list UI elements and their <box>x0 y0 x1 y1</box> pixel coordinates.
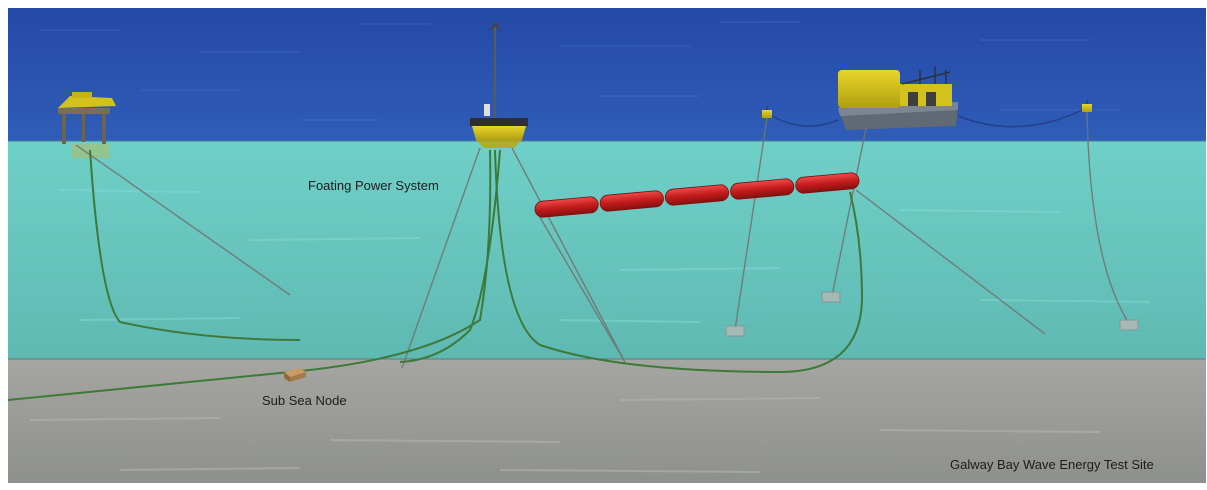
sea-surface-layer <box>8 8 1206 141</box>
seabed-texture <box>29 397 1101 473</box>
service-vessel <box>838 66 958 130</box>
converter-segment <box>795 172 860 194</box>
floating-power-system-label: Foating Power System <box>308 178 439 193</box>
converter-segment <box>534 196 599 218</box>
marker-buoy-left <box>762 106 772 118</box>
mooring-lines <box>75 111 1129 369</box>
sub-sea-node-label: Sub Sea Node <box>262 393 347 408</box>
sub-sea-node <box>284 368 306 382</box>
site-name-label: Galway Bay Wave Energy Test Site <box>950 457 1154 472</box>
wave-energy-converter <box>534 172 860 218</box>
surface-cable-right <box>957 109 1083 128</box>
water-column-layer <box>8 141 1206 359</box>
marker-buoy-right <box>1082 100 1092 112</box>
subsea-power-cables <box>7 149 864 401</box>
converter-segment <box>664 184 730 206</box>
floating-power-system <box>470 21 528 148</box>
anchor-blocks <box>725 291 1139 337</box>
converter-segment <box>730 178 795 200</box>
surface-ripples <box>40 21 1120 121</box>
converter-segment <box>599 190 664 212</box>
left-test-platform <box>58 92 116 158</box>
surface-cable-left <box>771 115 839 127</box>
water-streaks <box>59 189 1151 323</box>
